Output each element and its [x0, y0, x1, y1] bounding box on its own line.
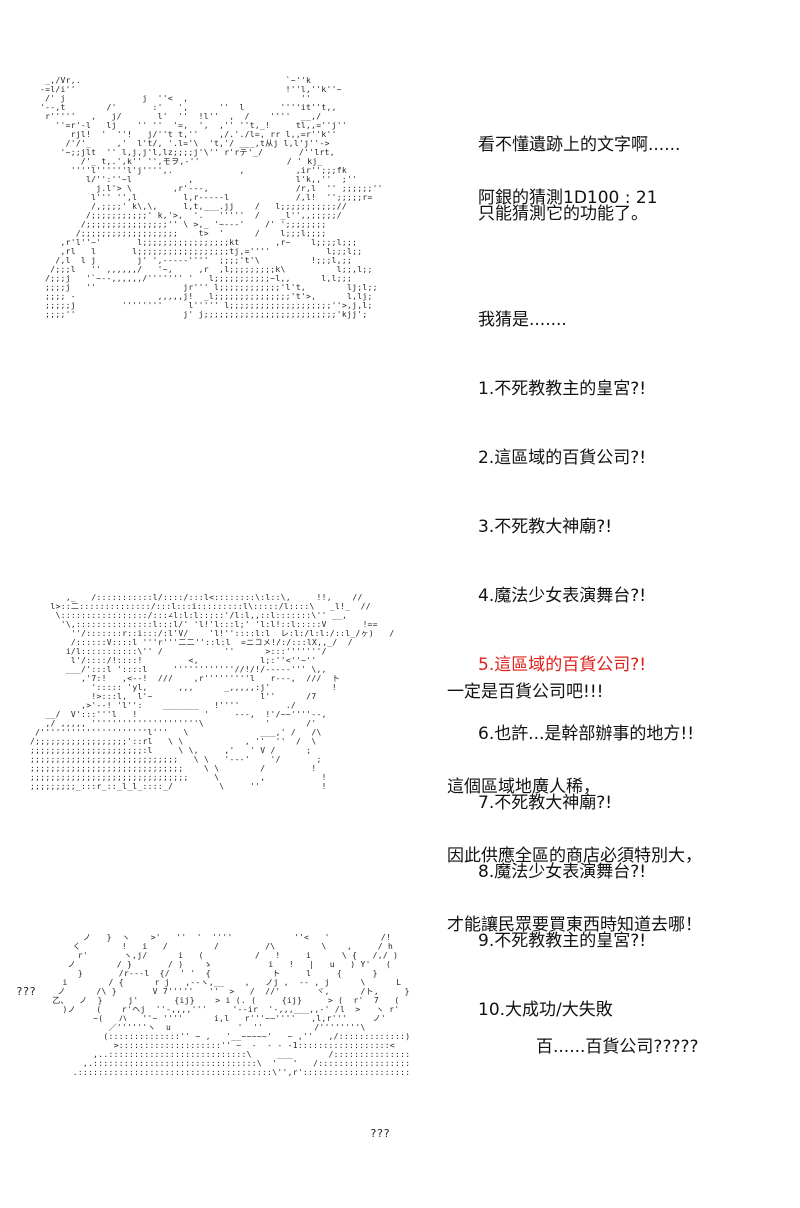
guess-list: 我猜是....... 1.不死教教主的皇宮?! 2.這區域的百貨公司?! 3.不…: [478, 263, 694, 1045]
headline-text: 一定是百貨公司吧!!!: [447, 682, 604, 702]
guess-item: 2.這區域的百貨公司?!: [478, 448, 647, 468]
guess-item: 4.魔法少女表演舞台?!: [478, 586, 647, 606]
caption-line: 只能猜測它的功能了。: [478, 204, 648, 224]
guess-item: 1.不死教教主的皇宮?!: [478, 379, 647, 399]
guess-item: 10.大成功/大失敗: [478, 1000, 613, 1020]
ascii-art-character-3: ノ } ヽ >' '' ' '''' ''< ' /! く ! i / / /\…: [52, 933, 412, 1077]
guess-item: 7.不死教大神廟?!: [478, 793, 613, 813]
dice-roll-text: 阿銀的猜測1D100 : 21: [478, 188, 658, 208]
ascii-art-character-1: _,/Vr,. `~''k -=l/i'' !''l,''k''~ /' j j…: [40, 76, 383, 319]
caption-line: 看不懂遺跡上的文字啊......: [478, 135, 681, 155]
guess-item: 3.不死教大神廟?!: [478, 517, 613, 537]
question-marks-right: ???: [370, 1127, 390, 1140]
ascii-art-character-2: ,_ /:::::::::::l/::::/:::l<::::::::\:l::…: [30, 593, 395, 791]
caption-block: 看不懂遺跡上的文字啊...... 只能猜測它的功能了。: [478, 88, 680, 249]
explanation-block: 這個區域地廣人稀， 因此供應全區的商店必須特別大， 才能讓民眾要買東西時知道去哪…: [447, 730, 702, 960]
guess-item: 6.也許...是幹部辦事的地方!!: [478, 724, 695, 744]
explanation-line: 因此供應全區的商店必須特別大，: [447, 846, 702, 866]
question-marks-left: ???: [16, 985, 36, 998]
guess-item: 9.不死教教主的皇宮?!: [478, 931, 647, 951]
guess-item: 8.魔法少女表演舞台?!: [478, 862, 647, 882]
explanation-line: 這個區域地廣人稀，: [447, 777, 600, 797]
guess-intro: 我猜是.......: [478, 310, 567, 330]
guess-item-highlighted: 5.這區域的百貨公司?!: [478, 655, 647, 675]
stammer-text: 百......百貨公司?????: [536, 1037, 699, 1057]
explanation-line: 才能讓民眾要買東西時知道去哪！: [447, 915, 702, 935]
